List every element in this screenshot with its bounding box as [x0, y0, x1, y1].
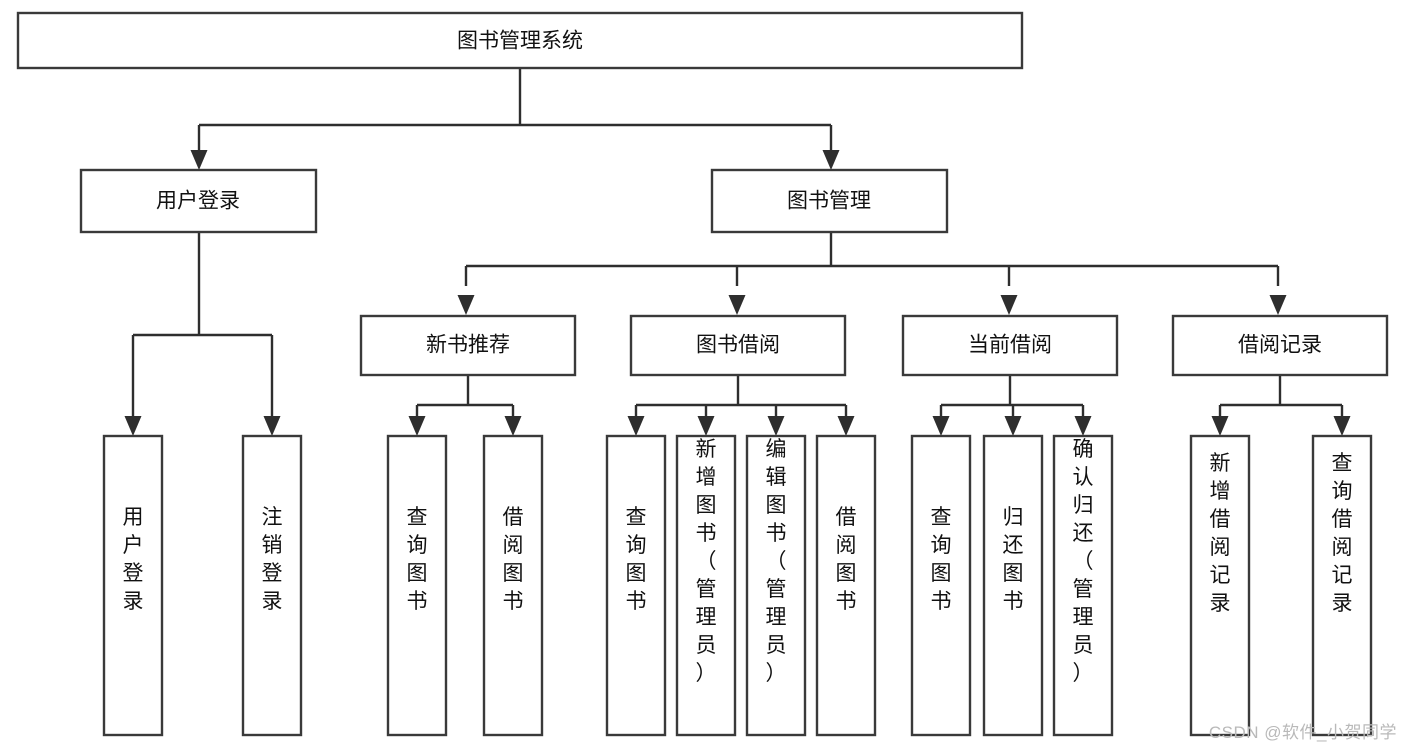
leaf-borrow-record-add[interactable]: 新增借阅记录	[1189, 434, 1251, 737]
arrow-icon-to-user-login	[190, 150, 208, 170]
arrow-icon-new-book-leaf-2	[504, 416, 522, 436]
leaf-current-borrow-confirm-box[interactable]	[1052, 434, 1114, 737]
leaf-user-login-logout-box[interactable]	[241, 434, 303, 737]
leaf-user-login-login-box[interactable]	[102, 434, 164, 737]
leaf-new-book-query-label: 查询图书	[407, 506, 428, 613]
leaf-current-borrow-confirm-label: 确认归还（管理员）	[1073, 438, 1094, 685]
arrow-icon-current-borrow-leaf-3	[1074, 416, 1092, 436]
leaf-current-borrow-query-label: 查询图书	[931, 506, 952, 613]
node-root-label: 图书管理系统	[457, 30, 583, 53]
leaf-book-borrow-borrow-box[interactable]	[815, 434, 877, 737]
leaf-new-book-borrow-label: 借阅图书	[503, 506, 524, 613]
node-current-borrow[interactable]: 当前借阅	[901, 314, 1119, 377]
node-root-box[interactable]	[16, 11, 1024, 70]
arrow-icon-borrow-record-leaf-2	[1333, 416, 1351, 436]
arrow-icon-current-borrow-leaf-1	[932, 416, 950, 436]
leaf-borrow-record-add-box[interactable]	[1189, 434, 1251, 737]
leaf-borrow-record-query-box[interactable]	[1311, 434, 1373, 737]
leaf-new-book-query[interactable]: 查询图书	[386, 434, 448, 737]
leaf-book-borrow-add-box[interactable]	[675, 434, 737, 737]
node-root[interactable]: 图书管理系统	[16, 11, 1024, 70]
leaf-book-borrow-edit[interactable]: 编辑图书（管理员）	[745, 434, 807, 737]
leaf-user-login-logout-label: 注销登录	[262, 506, 283, 613]
leaf-new-book-query-box[interactable]	[386, 434, 448, 737]
leaf-book-borrow-query-box[interactable]	[605, 434, 667, 737]
leaf-current-borrow-confirm[interactable]: 确认归还（管理员）	[1052, 434, 1114, 737]
leaf-book-borrow-add-label: 新增图书（管理员）	[696, 438, 717, 685]
csdn-watermark: CSDN @软件_小贺同学	[1208, 723, 1397, 742]
node-book-borrow-label: 图书借阅	[696, 334, 780, 357]
leaf-book-borrow-edit-box[interactable]	[745, 434, 807, 737]
arrow-icon-book-borrow-leaf-1	[627, 416, 645, 436]
arrow-icon-book-borrow-leaf-2	[697, 416, 715, 436]
node-book-management[interactable]: 图书管理	[710, 168, 949, 234]
node-new-book-recommend-label: 新书推荐	[426, 334, 510, 357]
leaf-book-borrow-query[interactable]: 查询图书	[605, 434, 667, 737]
arrow-icon-borrow-record-leaf-1	[1211, 416, 1229, 436]
node-borrow-record-label: 借阅记录	[1238, 334, 1322, 357]
leaf-current-borrow-return[interactable]: 归还图书	[982, 434, 1044, 737]
node-new-book-recommend-box[interactable]	[359, 314, 577, 377]
leaf-book-borrow-edit-label: 编辑图书（管理员）	[766, 438, 787, 685]
arrow-icon-to-borrow-record	[1269, 295, 1287, 315]
arrow-icon-to-book-mgmt	[822, 150, 840, 170]
leaf-book-borrow-borrow[interactable]: 借阅图书	[815, 434, 877, 737]
leaf-book-borrow-borrow-label: 借阅图书	[836, 506, 857, 613]
node-current-borrow-label: 当前借阅	[968, 334, 1052, 357]
leaf-book-borrow-query-label: 查询图书	[626, 506, 647, 613]
arrow-icon-to-current-borrow	[1000, 295, 1018, 315]
node-book-borrow-box[interactable]	[629, 314, 847, 377]
node-user-login[interactable]: 用户登录	[79, 168, 318, 234]
node-book-management-label: 图书管理	[787, 190, 871, 213]
leaf-borrow-record-query[interactable]: 查询借阅记录	[1311, 434, 1373, 737]
connector-layer	[124, 68, 1351, 436]
node-current-borrow-box[interactable]	[901, 314, 1119, 377]
leaf-current-borrow-query[interactable]: 查询图书	[910, 434, 972, 737]
leaf-new-book-borrow[interactable]: 借阅图书	[482, 434, 544, 737]
leaf-current-borrow-return-box[interactable]	[982, 434, 1044, 737]
arrow-icon-current-borrow-leaf-2	[1004, 416, 1022, 436]
arrow-icon-book-borrow-leaf-4	[837, 416, 855, 436]
leaf-user-login-login-label: 用户登录	[123, 506, 144, 613]
node-book-borrow[interactable]: 图书借阅	[629, 314, 847, 377]
arrow-icon-to-new-book	[457, 295, 475, 315]
leaf-new-book-borrow-box[interactable]	[482, 434, 544, 737]
leaf-book-borrow-add[interactable]: 新增图书（管理员）	[675, 434, 737, 737]
arrow-icon-user-login-leaf-1	[124, 416, 142, 436]
node-borrow-record-box[interactable]	[1171, 314, 1389, 377]
arrow-icon-book-borrow-leaf-3	[767, 416, 785, 436]
node-user-login-label: 用户登录	[156, 190, 240, 213]
node-user-login-box[interactable]	[79, 168, 318, 234]
node-new-book-recommend[interactable]: 新书推荐	[359, 314, 577, 377]
leaf-current-borrow-return-label: 归还图书	[1003, 506, 1024, 613]
node-borrow-record[interactable]: 借阅记录	[1171, 314, 1389, 377]
node-book-management-box[interactable]	[710, 168, 949, 234]
arrow-icon-user-login-leaf-2	[263, 416, 281, 436]
arrow-icon-new-book-leaf-1	[408, 416, 426, 436]
leaf-user-login-login[interactable]: 用户登录	[102, 434, 164, 737]
leaf-borrow-record-add-label: 新增借阅记录	[1210, 452, 1231, 615]
leaf-user-login-logout[interactable]: 注销登录	[241, 434, 303, 737]
leaf-current-borrow-query-box[interactable]	[910, 434, 972, 737]
arrow-icon-to-book-borrow	[728, 295, 746, 315]
leaf-borrow-record-query-label: 查询借阅记录	[1332, 452, 1353, 615]
